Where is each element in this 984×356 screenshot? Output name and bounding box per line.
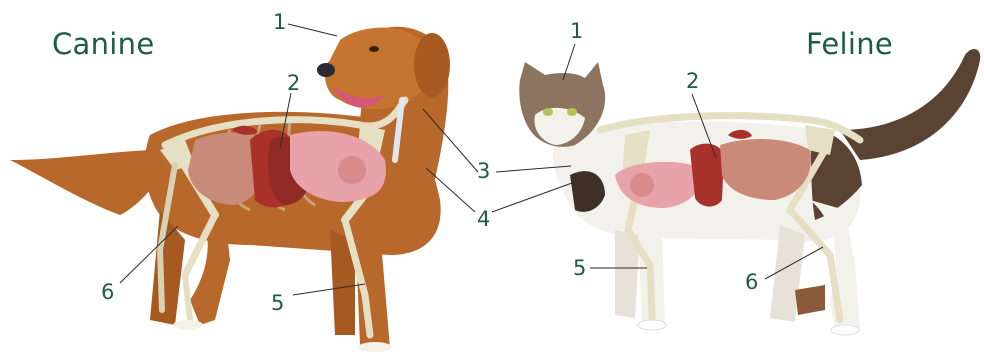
- callout-canine-6: 6: [101, 282, 114, 303]
- dog-hind-paw-bone: [185, 275, 190, 320]
- dog-paw: [173, 320, 203, 330]
- leader-line-canine-1: [288, 24, 337, 36]
- callout-canine-5: 5: [271, 293, 284, 314]
- cat-liver: [690, 144, 724, 207]
- dog-nose: [317, 63, 335, 77]
- dog-illustration: [10, 27, 450, 352]
- dog-eye: [369, 46, 379, 52]
- cat-eye: [567, 108, 577, 116]
- title-canine: Canine: [52, 27, 154, 61]
- callout-canine-2: 2: [287, 73, 300, 94]
- callout-feline-2: 2: [686, 71, 699, 92]
- dog-heart: [338, 156, 366, 184]
- callout-feline-5: 5: [573, 258, 586, 279]
- dog-ear: [414, 33, 450, 97]
- cat-heart: [630, 173, 654, 197]
- cat-paw: [638, 320, 666, 330]
- callout-feline-1: 1: [570, 21, 583, 42]
- leader-line-feline-4: [492, 183, 572, 212]
- callout-canine-4: 4: [477, 209, 490, 230]
- cat-tail: [840, 49, 980, 160]
- callout-canine-1: 1: [273, 12, 286, 33]
- callout-canine-3: 3: [477, 161, 490, 182]
- dog-tail: [10, 150, 165, 215]
- dog-paw: [358, 342, 392, 352]
- cat-eye: [543, 108, 553, 116]
- cat-hind-patch: [795, 285, 825, 315]
- title-feline: Feline: [806, 27, 893, 61]
- callout-feline-6: 6: [745, 272, 758, 293]
- cat-paw: [831, 325, 859, 335]
